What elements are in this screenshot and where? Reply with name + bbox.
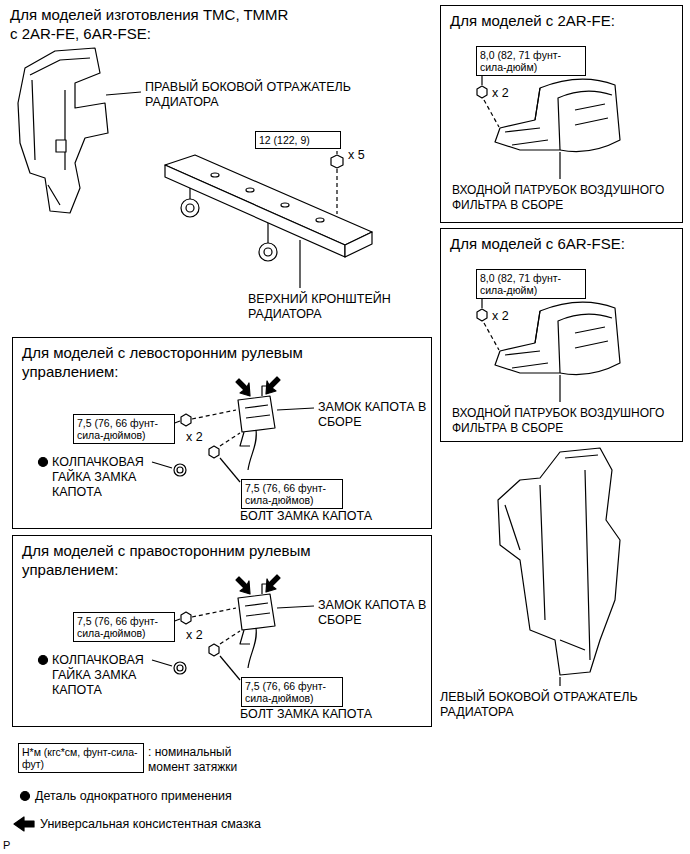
panel-heading: Для моделей с левосторонним рулевым упра… (22, 343, 342, 381)
variant-panel: Для моделей с правосторонним рулевым упр… (12, 535, 432, 727)
quantity-callout: x 2 (186, 430, 203, 445)
bracket-hole (281, 203, 289, 207)
leader-line (559, 677, 560, 686)
leader-line (299, 240, 300, 288)
part-name: ЛЕВЫЙ БОКОВОЙ ОТРАЖАТЕЛЬ РАДИАТОРА (440, 690, 680, 720)
torque-value: 7,5 (76, 66 фунт-сила-дюймов) (245, 482, 339, 506)
quantity-callout: x 2 (492, 309, 509, 324)
panel-heading: Для моделей с правосторонним рулевым упр… (22, 541, 342, 579)
torque-spec-box: Н*м (кгс*см, фунт-сила-фут) (18, 743, 144, 773)
right-deflector-drawing (18, 48, 108, 213)
section-heading: Для моделей изготовления TMC, TMMR с 2AR… (10, 5, 300, 43)
legend-text: Универсальная консистентная смазка (40, 817, 261, 832)
torque-spec-box: 8,0 (82, 71 фунт-сила-дюйм) (476, 46, 586, 76)
bracket-mount (189, 188, 190, 199)
air-intake-set-2ar (477, 75, 620, 179)
legend-text: Деталь однократного применения (35, 789, 232, 804)
part-name: ЗАМОК КАПОТА В СБОРЕ (318, 598, 428, 628)
bracket-hole (211, 173, 219, 177)
torque-value: 7,5 (76, 66 фунт-сила-дюймов) (77, 417, 171, 441)
bolt-symbol (331, 155, 343, 168)
dashed-line (336, 169, 337, 214)
torque-spec-box: 7,5 (76, 66 фунт-сила-дюймов) (73, 612, 175, 642)
quantity-callout: x 2 (492, 86, 509, 101)
bracket-hole (316, 218, 324, 222)
part-name: БОЛТ ЗАМКА КАПОТА (240, 509, 372, 524)
torque-spec-box: 7,5 (76, 66 фунт-сила-дюймов) (241, 677, 343, 707)
bracket-mount (264, 248, 272, 256)
torque-value: 7,5 (76, 66 фунт-сила-дюймов) (245, 680, 339, 704)
bracket-drawing (165, 165, 345, 257)
part-name: ВЕРХНИЙ КРОНШТЕЙН РАДИАТОРА (248, 292, 408, 322)
left-deflector-detail (505, 455, 598, 660)
variant-panel: Для моделей с левосторонним рулевым упра… (12, 337, 432, 529)
bracket-hole (246, 188, 254, 192)
legend-text: : номинальный момент затяжки (148, 745, 253, 775)
figure-code: P (3, 838, 10, 853)
panel-heading: Для моделей с 6AR-FSE: (450, 234, 675, 253)
bracket-drawing (345, 232, 372, 257)
bracket-mount (181, 199, 199, 217)
right-deflector-detail (30, 58, 90, 205)
bracket-drawing (165, 155, 372, 245)
bracket-mount (259, 243, 277, 261)
torque-value: 8,0 (82, 71 фунт-сила-дюйм) (480, 272, 582, 296)
bracket-mount (186, 204, 194, 212)
left-deflector-drawing (498, 448, 620, 675)
torque-spec-box: 8,0 (82, 71 фунт-сила-дюйм) (476, 269, 586, 299)
panel-heading: Для моделей с 2AR-FE: (450, 11, 675, 30)
torque-spec-box: 7,5 (76, 66 фунт-сила-дюймов) (241, 479, 343, 509)
torque-value: 7,5 (76, 66 фунт-сила-дюймов) (77, 615, 171, 639)
part-name: ПРАВЫЙ БОКОВОЙ ОТРАЖАТЕЛЬ РАДИАТОРА (145, 80, 407, 110)
leader-line (106, 92, 141, 95)
single-use-dot (21, 792, 30, 801)
torque-spec-box: 7,5 (76, 66 фунт-сила-дюймов) (73, 414, 175, 444)
air-intake-set-6ar (477, 298, 620, 402)
part-name: БОЛТ ЗАМКА КАПОТА (240, 707, 372, 722)
part-name: ВХОДНОЙ ПАТРУБОК ВОЗДУШНОГО ФИЛЬТРА В СБ… (452, 183, 680, 213)
leader-line (336, 151, 337, 154)
torque-value: Н*м (кгс*см, фунт-сила-фут) (22, 746, 140, 770)
part-name: ВХОДНОЙ ПАТРУБОК ВОЗДУШНОГО ФИЛЬТРА В СБ… (452, 406, 680, 436)
quantity-callout: x 5 (348, 148, 365, 163)
grease-arrow (14, 817, 34, 831)
quantity-callout: x 2 (186, 628, 203, 643)
part-name: КОЛПАЧКОВАЯ ГАЙКА ЗАМКА КАПОТА (52, 653, 156, 698)
part-name: КОЛПАЧКОВАЯ ГАЙКА ЗАМКА КАПОТА (52, 455, 156, 500)
torque-value: 12 (122, 9) (259, 134, 337, 146)
part-name: ЗАМОК КАПОТА В СБОРЕ (318, 400, 428, 430)
bracket-mount (267, 223, 268, 243)
right-deflector-detail (56, 140, 66, 152)
torque-spec-box: 12 (122, 9) (255, 131, 341, 149)
torque-value: 8,0 (82, 71 фунт-сила-дюйм) (480, 49, 582, 73)
